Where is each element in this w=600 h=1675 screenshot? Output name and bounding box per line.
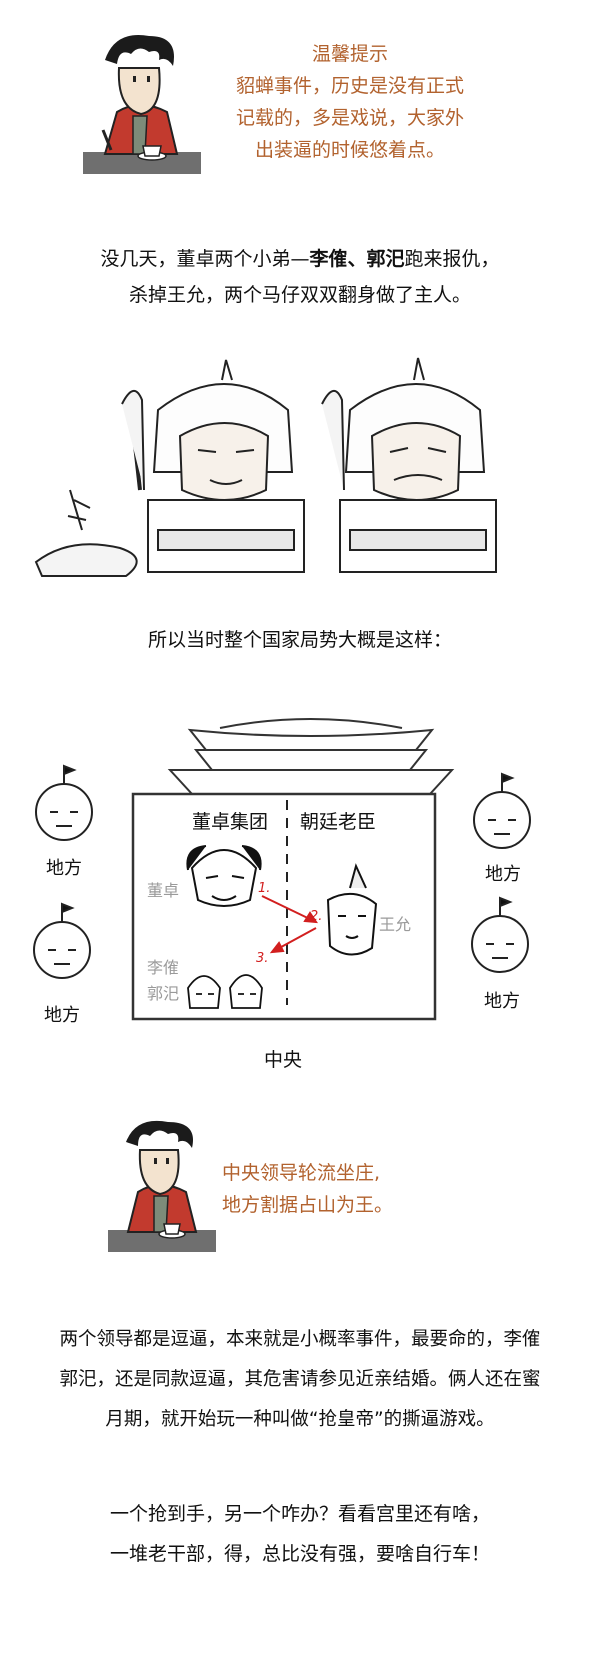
local-badge-3	[473, 772, 531, 849]
dongzhuo-label: 董卓	[147, 881, 179, 900]
wangyun-label: 王允	[379, 915, 411, 934]
situation-diagram: 董卓集团 朝廷老臣 董卓 王允 1. 2. 3. 李傕 郭汜 中央 地方	[33, 718, 531, 1071]
guosi-label: 郭汜	[147, 984, 179, 1003]
local-label: 地方	[44, 1005, 80, 1026]
story-line: 杀掉王允，两个马仔双双翻身做了主人。	[128, 284, 471, 306]
dongzhuo-face	[186, 845, 262, 907]
story-paragraph-2: 所以当时整个国家局势大概是这样：	[147, 629, 452, 651]
story-line: 月期，就开始玩一种叫做“抢皇帝”的撕逼游戏。	[105, 1409, 495, 1430]
wangyun-figure	[326, 863, 378, 956]
left-group-label: 董卓集团	[192, 811, 268, 833]
step-2-label: 2.	[310, 909, 322, 924]
story-line: 一堆老干部，得，总比没有强，要啥自行车！	[109, 1543, 490, 1565]
arrows	[261, 895, 318, 954]
generals-illustration	[34, 357, 497, 577]
step-3-label: 3.	[256, 951, 268, 966]
tip-note-2: 中央领导轮流坐庄, 地方割据占山为王。	[222, 1157, 418, 1221]
story-paragraph-3: 两个领导都是逗逼，本来就是小概率事件，最要命的，李傕 郭汜，还是同款逗逼，其危害…	[0, 1320, 600, 1440]
highlighted-names: 李傕、郭汜	[309, 248, 405, 270]
story-text: 跑来报仇，	[404, 248, 500, 270]
story-text: 没几天，董卓两个小弟—	[100, 248, 310, 270]
story-line: 郭汜，还是同款逗逼，其危害请参见近亲结婚。俩人还在蜜	[59, 1369, 541, 1390]
palace-roof	[167, 718, 455, 795]
story-line: 一个抢到手，另一个咋办？看看宫里还有啥，	[109, 1503, 490, 1525]
tip-note: 温馨提示 貂蝉事件，历史是没有正式 记载的，多是戏说，大家外 出装逼的时候悠着点…	[200, 38, 500, 166]
tip-line: 貂蝉事件，历史是没有正式	[235, 75, 464, 97]
story-line: 两个领导都是逗逼，本来就是小概率事件，最要命的，李傕	[59, 1329, 541, 1350]
tip-line: 地方割据占山为王。	[222, 1194, 394, 1216]
story-paragraph-4: 一个抢到手，另一个咋办？看看宫里还有啥， 一堆老干部，得，总比没有强，要啥自行车…	[0, 1494, 600, 1574]
tip-line: 中央领导轮流坐庄,	[222, 1162, 381, 1184]
lijue-guosi-figures	[187, 974, 263, 1009]
narrator-illustration	[83, 35, 201, 174]
local-badge-2	[33, 902, 91, 979]
lijue-label: 李傕	[147, 958, 179, 977]
local-label: 地方	[484, 991, 520, 1012]
story-paragraph-1: 没几天，董卓两个小弟—李傕、郭汜跑来报仇， 杀掉王允，两个马仔双双翻身做了主人。	[0, 241, 600, 313]
tip-line: 温馨提示	[311, 43, 388, 65]
local-label: 地方	[46, 858, 82, 879]
right-group-label: 朝廷老臣	[300, 811, 376, 833]
story-line: 没几天，董卓两个小弟—李傕、郭汜跑来报仇，	[0, 241, 600, 277]
tip-line: 出装逼的时候悠着点。	[254, 139, 445, 161]
local-label: 地方	[485, 864, 521, 885]
step-1-label: 1.	[258, 881, 270, 896]
local-badge-4	[471, 896, 529, 973]
narrator-illustration	[108, 1120, 216, 1252]
local-badge-1	[35, 764, 93, 841]
tip-line: 记载的，多是戏说，大家外	[235, 107, 464, 129]
center-label: 中央	[264, 1049, 302, 1071]
